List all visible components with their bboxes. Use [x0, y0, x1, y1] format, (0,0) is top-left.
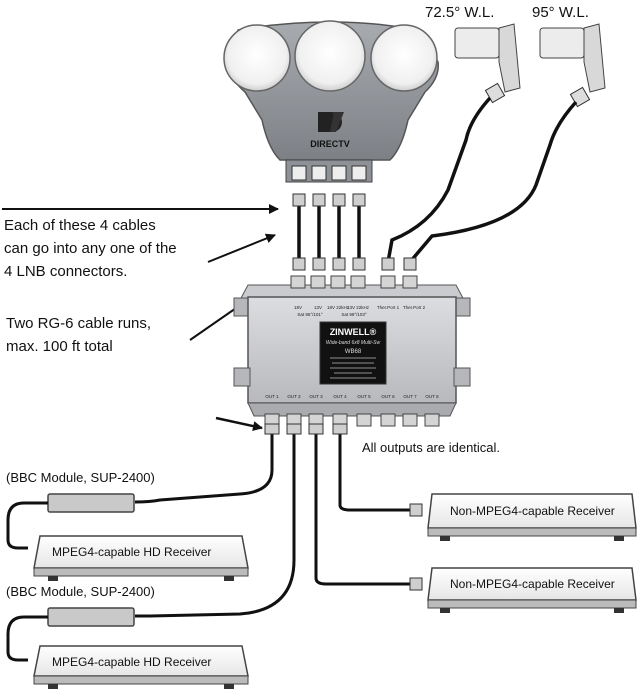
svg-text:Sat 95°/101°: Sat 95°/101° [297, 312, 323, 317]
svg-text:OUT 3: OUT 3 [309, 394, 323, 399]
svg-text:OUT 2: OUT 2 [287, 394, 301, 399]
callout-cables-line1: Each of these 4 cables [4, 217, 156, 234]
callout-cables-line3: 4 LNB connectors. [4, 263, 127, 280]
single-lnb-connectors [381, 257, 417, 271]
dish-to-switch-cables [297, 200, 361, 262]
switch-label-panel [319, 321, 387, 385]
dish-brand-label: DIRECTV [310, 139, 350, 149]
output-cables [134, 426, 420, 618]
svg-text:OUT 1: OUT 1 [265, 394, 279, 399]
switch-input-ports [290, 275, 418, 289]
lnb-horn-left [223, 24, 291, 92]
single-lnb-cables [386, 96, 578, 264]
bbc-module-bottom-label: (BBC Module, SUP-2400) [6, 584, 155, 599]
output-cable-connectors [264, 423, 348, 435]
hd-receiver-bottom-label: MPEG4-capable HD Receiver [52, 655, 211, 669]
svg-text:Ther.Port 2: Ther.Port 2 [403, 305, 426, 310]
lnb-95: 95° W.L. [532, 4, 606, 108]
svg-text:OUT 8: OUT 8 [425, 394, 439, 399]
cables-callout: Each of these 4 cables can go into any o… [2, 204, 279, 280]
svg-text:OUT 4: OUT 4 [333, 394, 347, 399]
rg6-arrow [215, 416, 263, 431]
lnb-72-5-label: 72.5° W.L. [425, 4, 494, 21]
lnb-95-label: 95° W.L. [532, 4, 589, 21]
switch-subtitle: Wide-band 6x8 Multi-Sw [326, 340, 381, 346]
switch-input-labels: 18V 13V 18V 22kHz 13V 22kHz Ther.Port 1 … [294, 305, 426, 317]
non-mpeg4-receiver-1-label: Non-MPEG4-capable Receiver [450, 504, 615, 518]
lnb-horn-right [370, 24, 438, 92]
svg-text:Ther.Port 1: Ther.Port 1 [377, 305, 400, 310]
svg-text:18V 22kHz: 18V 22kHz [327, 305, 350, 310]
lnb-connectors [291, 165, 367, 181]
bbc-module-top: (BBC Module, SUP-2400) [6, 470, 155, 550]
non-mpeg4-receiver-2: Non-MPEG4-capable Receiver [409, 567, 637, 613]
bbc-module-top-label: (BBC Module, SUP-2400) [6, 470, 155, 485]
callout-arrow-mid [207, 233, 276, 263]
lnb-72-5: 72.5° W.L. [425, 4, 521, 104]
hd-receiver-top-label: MPEG4-capable HD Receiver [52, 545, 211, 559]
rg6-callout: Two RG-6 cable runs, max. 100 ft total [6, 296, 253, 355]
callout-cables-line2: can go into any one of the [4, 240, 177, 257]
svg-text:OUT 6: OUT 6 [381, 394, 395, 399]
dish-lnb: DIRECTV [223, 20, 439, 183]
non-mpeg4-receiver-1: Non-MPEG4-capable Receiver [409, 493, 637, 541]
outputs-identical-note: All outputs are identical. [362, 440, 500, 455]
svg-text:18V: 18V [294, 305, 302, 310]
non-mpeg4-receiver-2-label: Non-MPEG4-capable Receiver [450, 577, 615, 591]
svg-text:OUT 7: OUT 7 [403, 394, 417, 399]
switch-brand: ZINWELL® [330, 327, 377, 337]
svg-text:OUT 5: OUT 5 [357, 394, 371, 399]
hd-receiver-bottom: MPEG4-capable HD Receiver [33, 645, 249, 689]
lnb-horn-center [294, 20, 366, 92]
multiswitch: 18V 13V 18V 22kHz 13V 22kHz Ther.Port 1 … [233, 275, 471, 427]
hd-receiver-top: MPEG4-capable HD Receiver [33, 535, 249, 581]
switch-model: WB68 [345, 349, 362, 355]
directv-logo: DIRECTV [310, 112, 350, 149]
callout-rg6-line2: max. 100 ft total [6, 338, 113, 355]
dish-cable-connectors [292, 193, 366, 271]
switch-output-ports [264, 413, 440, 427]
switch-output-labels: OUT 1 OUT 2 OUT 3 OUT 4 OUT 5 OUT 6 OUT … [265, 394, 439, 399]
callout-rg6-line1: Two RG-6 cable runs, [6, 315, 151, 332]
svg-text:Sat 99°/103°: Sat 99°/103° [341, 312, 367, 317]
switch-spec-lines [330, 357, 376, 379]
svg-text:13V: 13V [314, 305, 322, 310]
bbc-module-bottom: (BBC Module, SUP-2400) [6, 584, 155, 662]
svg-text:13V 22kHz: 13V 22kHz [347, 305, 370, 310]
